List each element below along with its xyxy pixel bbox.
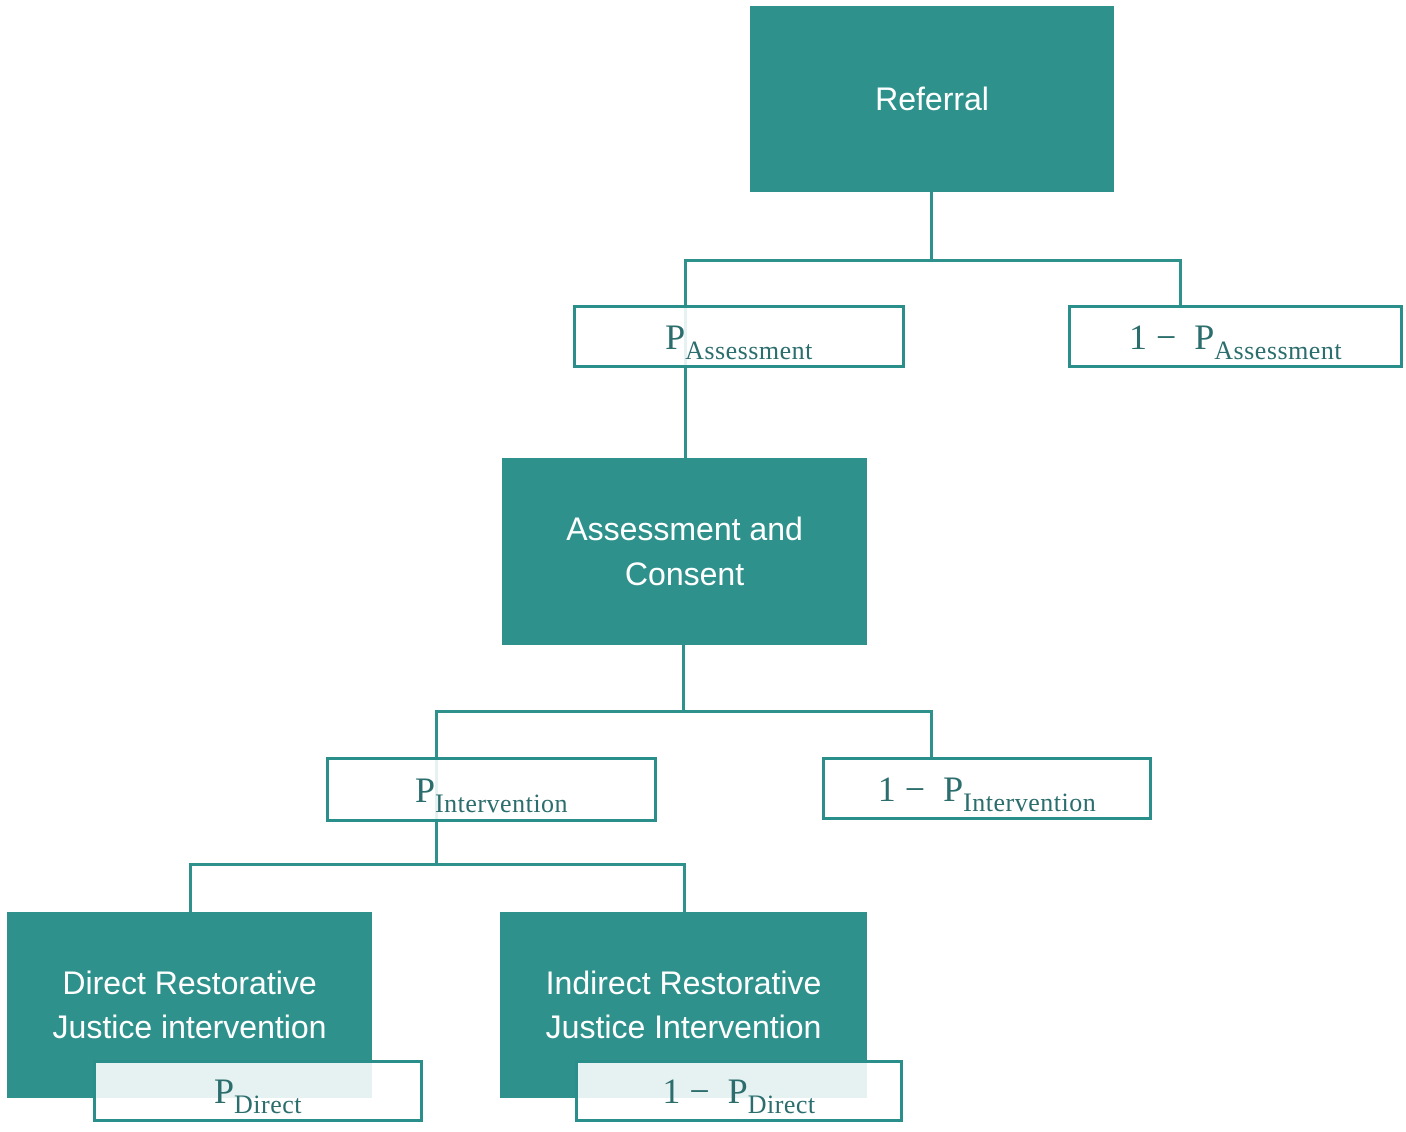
referral-node: Referral [750,6,1114,192]
connector-level2-branch [435,710,933,713]
p-assessment-box: PAssessment [573,305,905,368]
p-intervention-box: PIntervention [326,757,657,822]
p-direct-label: PDirect [214,1071,302,1119]
referral-label: Referral [875,80,989,117]
connector-level3-branch [189,863,686,866]
connector-direct-drop [189,863,192,914]
p-intervention-label: PIntervention [414,769,569,818]
connector-assessment-stem [682,643,685,713]
connector-one-minus-pintervention-drop [930,710,933,759]
one-minus-p-intervention-label: 1 −PIntervention [877,768,1097,817]
one-minus-p-assessment-label: 1 −PAssessment [1128,316,1343,365]
one-minus-p-intervention-box: 1 −PIntervention [822,757,1152,820]
assessment-consent-node: Assessment and Consent [502,458,867,645]
assessment-consent-label: Assessment and Consent [566,511,803,592]
direct-intervention-label: Direct Restorative Justice intervention [52,964,327,1045]
connector-level1-branch [684,259,1182,262]
connector-referral-stem [930,190,933,262]
indirect-intervention-label: Indirect Restorative Justice Interventio… [545,964,822,1045]
p-direct-box: PDirect [93,1060,423,1122]
one-minus-p-direct-label: 1 −PDirect [662,1071,816,1119]
one-minus-p-assessment-box: 1 −PAssessment [1068,305,1403,368]
connector-one-minus-passessment-drop [1179,259,1182,307]
p-assessment-label: PAssessment [665,316,813,365]
one-minus-p-direct-box: 1 −PDirect [575,1060,903,1122]
connector-indirect-drop [683,863,686,914]
